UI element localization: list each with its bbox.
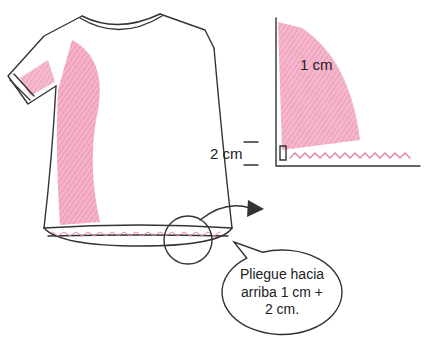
speech-bubble: Pliegue hacia arriba 1 cm + 2 cm. <box>228 252 336 333</box>
dimension-label: 1 cm <box>300 57 333 74</box>
bubble-text: Pliegue hacia arriba 1 cm + 2 cm. <box>238 266 326 319</box>
dimension-label: 2 cm <box>210 146 243 163</box>
